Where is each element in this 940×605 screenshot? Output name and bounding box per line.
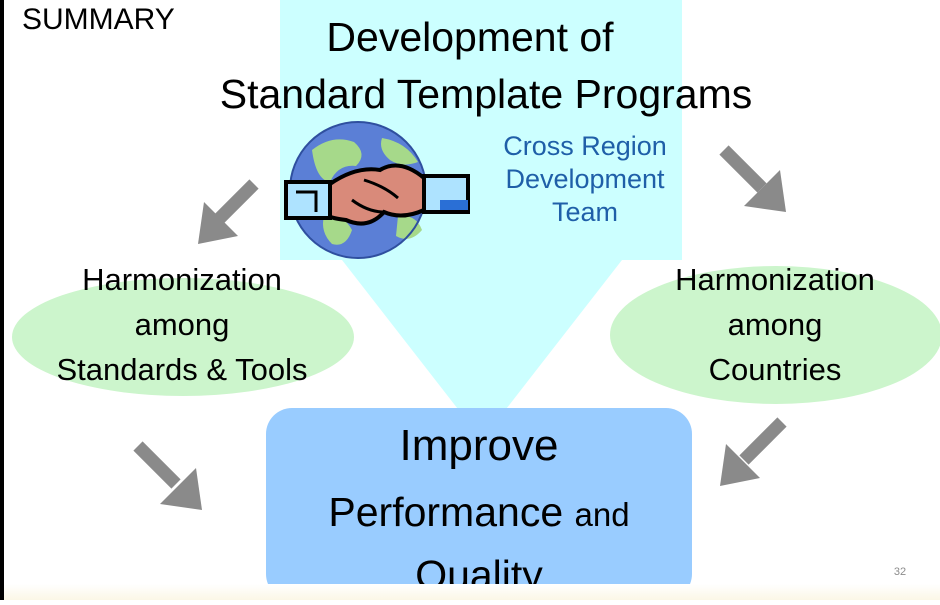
gray-diagonal-arrow-icon [720, 417, 787, 486]
cross-region-team-label: Cross Region Development Team [460, 130, 710, 229]
countries-ellipse [610, 266, 940, 404]
left-group-line-1: Harmonization [82, 262, 282, 297]
left-border-rule [0, 0, 4, 600]
left-group-line-3: Standards & Tools [56, 352, 308, 387]
right-group-line-3: Countries [708, 352, 842, 387]
outcome-and: and [574, 496, 630, 533]
outcome-line-1: Improve [399, 421, 559, 470]
outcome-line-2: Performance and [266, 482, 692, 545]
outcome-performance: Performance [328, 489, 564, 535]
footer-band [4, 584, 940, 600]
globe-handshake-icon [284, 121, 470, 259]
section-label: SUMMARY [22, 3, 175, 36]
outcome-box [266, 408, 692, 600]
harmonization-standards-tools: Harmonization among Standards & Tools [0, 257, 364, 392]
title-line-1: Development of [326, 14, 614, 60]
gray-diagonal-arrow-icon [719, 145, 786, 212]
harmonization-countries: Harmonization among Countries [610, 257, 940, 392]
page-number: 32 [893, 566, 907, 578]
right-group-line-1: Harmonization [675, 262, 875, 297]
team-line-3: Team [551, 197, 619, 227]
team-line-2: Development [505, 164, 665, 194]
gray-diagonal-arrow-icon [133, 441, 202, 510]
gray-diagonal-arrow-icon [198, 179, 259, 244]
right-group-line-2: among [727, 307, 823, 342]
team-line-1: Cross Region [503, 131, 667, 161]
left-group-line-2: among [134, 307, 230, 342]
title-line-2: Standard Template Programs [219, 71, 753, 117]
standards-tools-ellipse [12, 278, 354, 396]
